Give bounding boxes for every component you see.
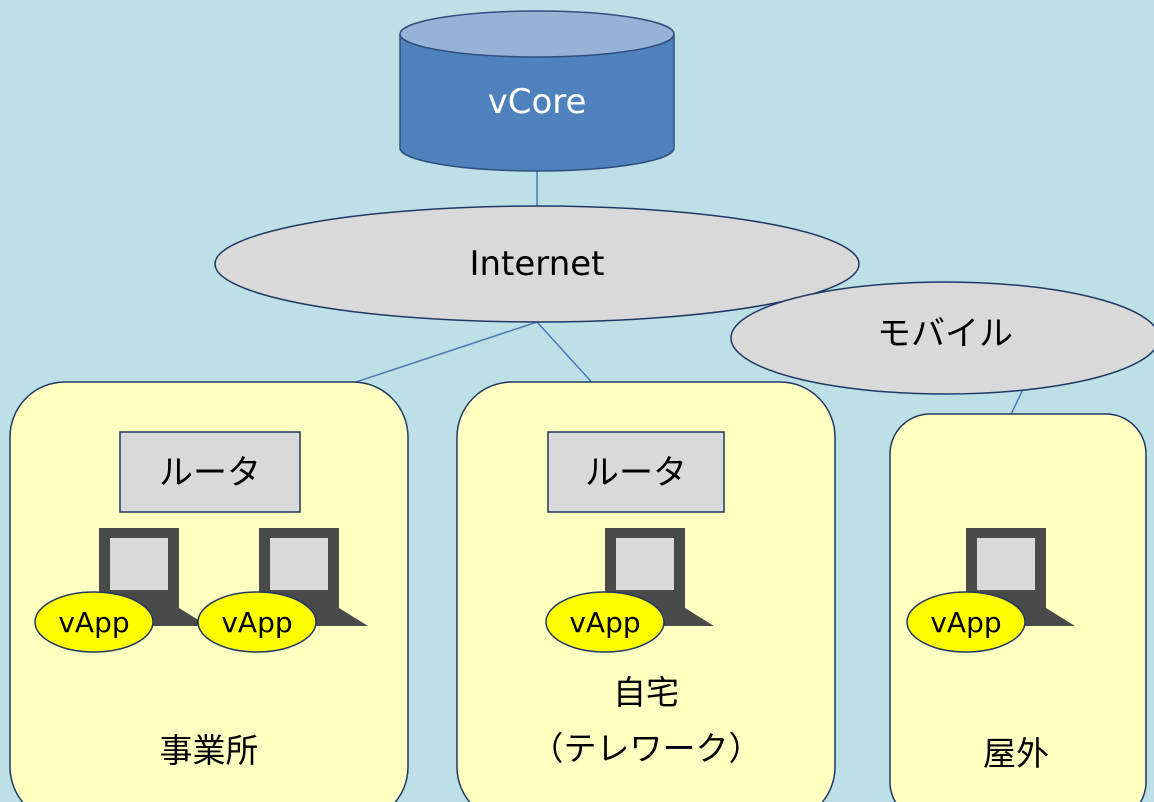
- outdoor-laptop: vApp: [906, 528, 1075, 653]
- vapp-badge: [197, 591, 317, 653]
- vapp-badge: [906, 591, 1026, 653]
- vapp-label: vApp: [569, 606, 640, 639]
- laptop-screen: [270, 538, 328, 590]
- vapp-badge: [545, 591, 665, 653]
- vapp-label: vApp: [930, 606, 1001, 639]
- routers: ルータ ルータ: [119, 431, 725, 513]
- site-labels: 事業所 自宅 （テレワーク） 屋外: [160, 673, 1050, 773]
- office-laptop-1: vApp: [34, 528, 208, 653]
- vcore-body: [399, 34, 675, 172]
- mobile-cloud: [730, 281, 1154, 395]
- devices: vApp vApp vApp vApp: [34, 528, 1075, 653]
- vapp-badge: [34, 591, 154, 653]
- home-laptop: vApp: [545, 528, 714, 653]
- mobile-label: モバイル: [877, 314, 1013, 354]
- outdoor-site-label: 屋外: [983, 734, 1049, 773]
- office-router-box: [119, 431, 301, 513]
- home-site-label-line-2: （テレワーク）: [531, 729, 762, 768]
- vcore-label: vCore: [488, 82, 587, 122]
- laptop-screen: [110, 538, 168, 590]
- home-router-box: [547, 431, 725, 513]
- internet-label: Internet: [469, 244, 604, 284]
- home-site-label-line-1: 自宅: [613, 673, 679, 712]
- network-clouds: Internet モバイル: [214, 205, 1154, 395]
- vcore-top: [399, 10, 675, 58]
- internet-cloud: [214, 205, 860, 323]
- laptop-screen: [977, 538, 1035, 590]
- laptop-screen: [616, 538, 674, 590]
- vcore-database: vCore: [399, 10, 675, 172]
- office-router-label: ルータ: [159, 453, 261, 493]
- vapp-label: vApp: [58, 606, 129, 639]
- office-site-label: 事業所: [160, 731, 259, 770]
- vapp-label: vApp: [221, 606, 292, 639]
- home-router-label: ルータ: [585, 453, 687, 493]
- site-panel-office: [9, 381, 409, 802]
- office-laptop-2: vApp: [197, 528, 368, 653]
